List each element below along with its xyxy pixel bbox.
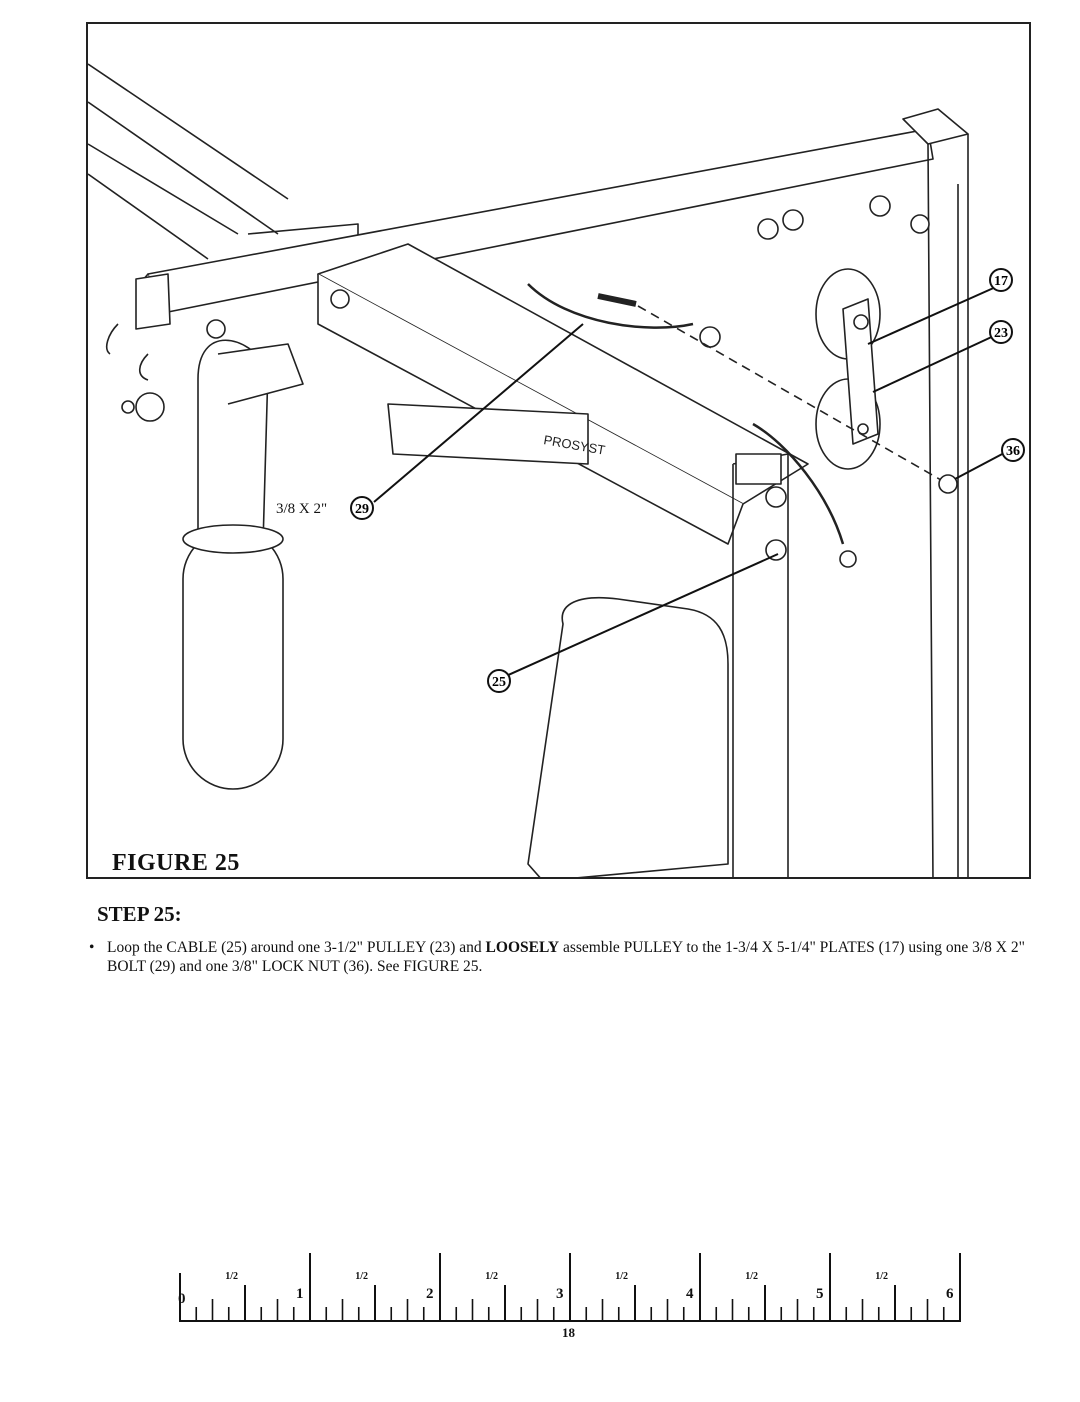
- svg-text:29: 29: [355, 502, 369, 517]
- figure-25-illustration: PROSYST: [86, 22, 1031, 879]
- callout-36: 36: [1001, 438, 1025, 462]
- knob: [135, 392, 165, 422]
- callout-29: 3/8 X 2" 29: [276, 496, 374, 520]
- ruler-half-label: 1/2: [355, 1271, 368, 1282]
- ruler-half-label: 1/2: [615, 1271, 628, 1282]
- inch-ruler: 0 1/2 1 1/2 2 1/2 3 1/2 4 1/2 5 1/2 6 18: [176, 1243, 966, 1343]
- cable-25: [527, 283, 845, 545]
- svg-text:17: 17: [994, 274, 1008, 289]
- ruler-inch-label: 3: [556, 1286, 564, 1302]
- lock-nut-36: [938, 474, 958, 494]
- step-heading: STEP 25:: [97, 902, 182, 926]
- rear-rail-lines: [88, 63, 289, 260]
- plates-17: [842, 298, 879, 445]
- instruction-emphasis: LOOSELY: [485, 939, 560, 956]
- callout-17: 17: [989, 268, 1013, 292]
- ruler-inch-label: 2: [426, 1286, 434, 1302]
- ruler-graphic: 0 1/2 1 1/2 2 1/2 3 1/2 4 1/2 5 1/2 6 18: [178, 1253, 961, 1340]
- prosyst-bracket: [387, 403, 589, 465]
- frame-column: [732, 453, 789, 877]
- cross-beam: [317, 243, 809, 505]
- ruler-inch-label: 5: [816, 1286, 824, 1302]
- svg-text:25: 25: [492, 675, 506, 690]
- ruler-inch-label: 1: [296, 1286, 304, 1302]
- step-instruction: • Loop the CABLE (25) around one 3-1/2" …: [89, 938, 1049, 976]
- ruler-half-label: 1/2: [875, 1271, 888, 1282]
- ruler-inch-label: 0: [178, 1291, 186, 1307]
- svg-text:3/8 X 2": 3/8 X 2": [276, 501, 327, 517]
- gym-frame-drawing: PROSYST: [88, 63, 1025, 877]
- instruction-part-2: assemble PULLEY to the 1-3/4 X 5-1/4" PL…: [107, 939, 1025, 975]
- ruler-half-label: 1/2: [745, 1271, 758, 1282]
- ruler-half-label: 1/2: [485, 1271, 498, 1282]
- seat-pad: [527, 596, 729, 877]
- instruction-part-1: Loop the CABLE (25) around one 3-1/2" PU…: [107, 939, 486, 956]
- callout-23: 23: [989, 320, 1013, 344]
- main-arm: [147, 128, 934, 315]
- svg-text:36: 36: [1006, 444, 1020, 459]
- ruler-half-label: 1/2: [225, 1271, 238, 1282]
- roller-pad: [182, 528, 284, 790]
- bolt-29: [597, 293, 637, 307]
- ruler-inch-label: 4: [686, 1286, 694, 1302]
- bullet: •: [89, 939, 95, 956]
- svg-text:23: 23: [994, 326, 1008, 341]
- callout-25: 25: [487, 669, 511, 693]
- page-number: 18: [562, 1325, 576, 1340]
- ruler-inch-label: 6: [946, 1286, 954, 1302]
- figure-caption: FIGURE 25: [112, 850, 240, 876]
